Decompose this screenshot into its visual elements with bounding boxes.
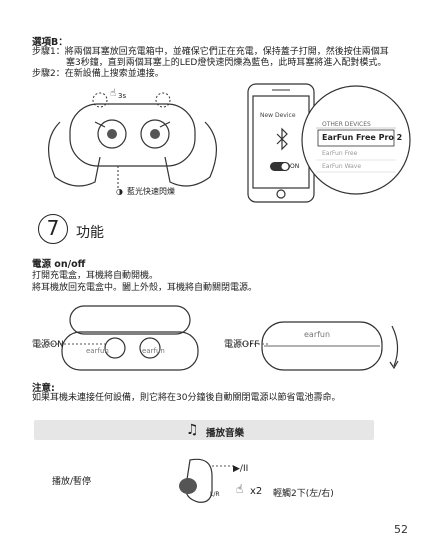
led-caption: 藍光快速閃爍 (127, 187, 175, 196)
tap-count: x2 (250, 486, 263, 497)
play-pause-symbol: ▶/II (233, 464, 249, 474)
phone-toggle-on: ON (290, 163, 300, 170)
step2-text: 步驟2：在新設備上搜索並連接。 (32, 69, 164, 79)
section-title: 功能 (76, 225, 104, 241)
earbud-illustration (179, 458, 234, 503)
tap-instruction: 輕觸2下(左/右) (273, 489, 334, 499)
brand-right: earfun (142, 347, 165, 355)
open-case-drawing (36, 305, 199, 371)
power-title: 電源 on/off (32, 259, 86, 270)
note-text: 如果耳機未連接任何設備，則它將在30分鐘後自動關閉電源以節省電池壽命。 (32, 393, 341, 403)
step1-line1: 步驟1：將兩個耳塞放回充電箱中，並確保它們正在充電，保持蓋子打開，然後按住兩個耳 (32, 47, 389, 57)
playback-title: 播放音樂 (206, 428, 245, 439)
popup-sub2: EarFun Wave (322, 163, 362, 170)
led-icon: ◑ (116, 187, 123, 196)
power-off-label: 電源OFF (224, 340, 260, 350)
playback-header-bar (34, 420, 374, 440)
section-number: 7 (38, 214, 68, 244)
power-illustration (36, 305, 399, 371)
step1-line2: 塞3秒鐘，直到兩個耳塞上的LED燈快速閃爍為藍色，此時耳塞將進入配對模式。 (66, 58, 387, 68)
play-pause-label: 播放/暫停 (52, 477, 92, 487)
power-on-label: 電源ON (32, 340, 64, 350)
music-note-icon: ♫ (186, 422, 199, 438)
power-line2: 將耳機放回充電盒中。闔上外殼，耳機將自動關閉電源。 (32, 283, 258, 293)
hold-3s-label: 3s (118, 92, 127, 100)
pairing-illustration (48, 83, 411, 203)
device-list-popup (301, 85, 411, 195)
popup-device-name[interactable]: EarFun Free Pro 2 (322, 133, 403, 142)
option-title: 選項B： (32, 37, 68, 48)
brand-left: earfun (86, 347, 109, 355)
note-title: 注意: (32, 383, 55, 394)
popup-sub1: EarFun Free (322, 150, 358, 157)
case-with-earbuds-drawing (48, 92, 217, 190)
phone-new-device: New Device (260, 112, 296, 119)
page-number: 52 (394, 523, 408, 536)
lr-label: L/R (210, 491, 220, 498)
press-hand-icon: ☝ (110, 88, 117, 99)
tap-hand-icon: ☝ (236, 482, 244, 496)
closed-case-drawing (230, 321, 399, 371)
popup-header: OTHER DEVICES (322, 121, 371, 128)
power-line1: 打開充電盒，耳機將自動開機。 (32, 271, 159, 281)
brand-closed-case: earfun (304, 330, 331, 339)
